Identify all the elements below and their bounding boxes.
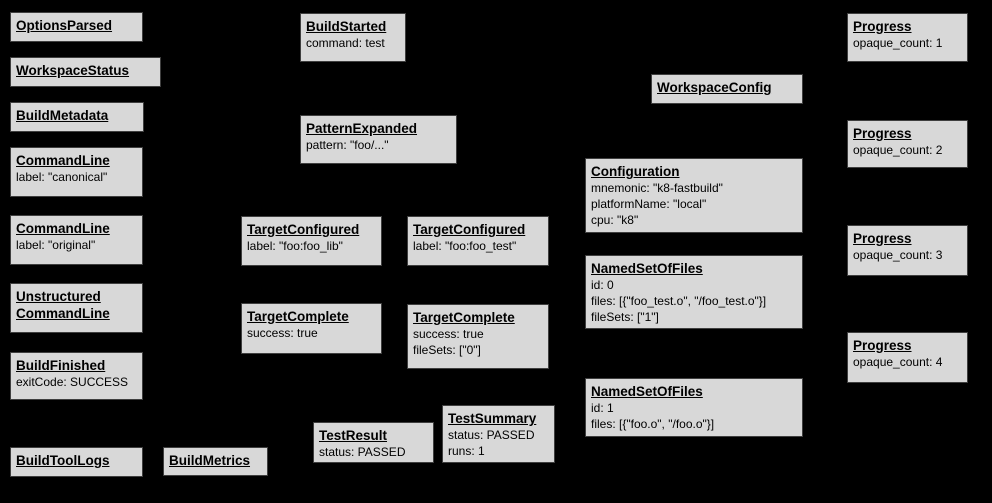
node-title: Progress: [853, 231, 912, 246]
node-workspace-status: WorkspaceStatus: [10, 57, 161, 87]
node-body: pattern: "foo/...": [306, 138, 389, 152]
node-title: BuildFinished: [16, 358, 106, 373]
node-title: Progress: [853, 19, 912, 34]
node-progress-3: Progress opaque_count: 3: [847, 225, 968, 276]
node-title: NamedSetOfFiles: [591, 384, 703, 399]
node-test-result: TestResult status: PASSED: [313, 422, 434, 463]
node-command-line-canonical: CommandLine label: "canonical": [10, 147, 143, 197]
node-progress-1: Progress opaque_count: 1: [847, 13, 968, 62]
node-target-configured-foo-test: TargetConfigured label: "foo:foo_test": [407, 216, 549, 266]
node-workspace-config: WorkspaceConfig: [651, 74, 803, 104]
node-title: Progress: [853, 126, 912, 141]
node-body: label: "foo:foo_lib": [247, 239, 343, 253]
node-progress-2: Progress opaque_count: 2: [847, 120, 968, 168]
node-body: id: 1 files: [{"foo.o", "/foo.o"}]: [591, 401, 715, 431]
node-options-parsed: OptionsParsed: [10, 12, 143, 42]
node-build-started: BuildStarted command: test: [300, 13, 406, 62]
node-title: TargetConfigured: [413, 222, 526, 237]
node-body: label: "canonical": [16, 170, 108, 184]
node-body: opaque_count: 1: [853, 36, 943, 50]
node-body: opaque_count: 2: [853, 143, 943, 157]
node-title: BuildMetadata: [16, 108, 109, 123]
node-command-line-original: CommandLine label: "original": [10, 215, 143, 265]
node-body: status: PASSED: [319, 445, 406, 459]
node-title: WorkspaceStatus: [16, 63, 130, 78]
node-body: success: true fileSets: ["0"]: [413, 327, 484, 357]
node-target-complete-foo-test: TargetComplete success: true fileSets: […: [407, 304, 549, 369]
node-progress-4: Progress opaque_count: 4: [847, 332, 968, 383]
node-body: label: "foo:foo_test": [413, 239, 517, 253]
node-body: command: test: [306, 36, 385, 50]
node-title: TargetComplete: [413, 310, 515, 325]
node-title: Unstructured CommandLine: [16, 289, 110, 321]
node-title: NamedSetOfFiles: [591, 261, 703, 276]
node-target-complete-foo-lib: TargetComplete success: true: [241, 303, 382, 354]
node-build-tool-logs: BuildToolLogs: [10, 447, 143, 477]
node-title: TestSummary: [448, 411, 537, 426]
node-body: label: "original": [16, 238, 96, 252]
node-body: id: 0 files: [{"foo_test.o", "/foo_test.…: [591, 278, 767, 324]
node-body: opaque_count: 4: [853, 355, 943, 369]
node-title: CommandLine: [16, 153, 110, 168]
node-title: TargetConfigured: [247, 222, 360, 237]
node-body: mnemonic: "k8-fastbuild" platformName: "…: [591, 181, 723, 227]
node-named-set-of-files-1: NamedSetOfFiles id: 1 files: [{"foo.o", …: [585, 378, 803, 437]
node-title: BuildToolLogs: [16, 453, 110, 468]
node-body: exitCode: SUCCESS: [16, 375, 129, 389]
node-build-metrics: BuildMetrics: [163, 447, 268, 476]
node-title: OptionsParsed: [16, 18, 113, 33]
node-body: opaque_count: 3: [853, 248, 943, 262]
node-body: success: true: [247, 326, 318, 340]
node-title: CommandLine: [16, 221, 110, 236]
node-configuration: Configuration mnemonic: "k8-fastbuild" p…: [585, 158, 803, 233]
node-pattern-expanded: PatternExpanded pattern: "foo/...": [300, 115, 457, 164]
node-target-configured-foo-lib: TargetConfigured label: "foo:foo_lib": [241, 216, 382, 266]
node-title: WorkspaceConfig: [657, 80, 772, 95]
node-test-summary: TestSummary status: PASSED runs: 1: [442, 405, 555, 463]
node-title: BuildMetrics: [169, 453, 251, 468]
node-unstructured-command-line: Unstructured CommandLine: [10, 283, 143, 333]
node-named-set-of-files-0: NamedSetOfFiles id: 0 files: [{"foo_test…: [585, 255, 803, 329]
node-title: PatternExpanded: [306, 121, 418, 136]
node-body: status: PASSED runs: 1: [448, 428, 535, 458]
node-title: TestResult: [319, 428, 388, 443]
node-title: TargetComplete: [247, 309, 349, 324]
node-title: BuildStarted: [306, 19, 387, 34]
node-build-finished: BuildFinished exitCode: SUCCESS: [10, 352, 143, 400]
node-title: Progress: [853, 338, 912, 353]
node-build-metadata: BuildMetadata: [10, 102, 144, 132]
node-title: Configuration: [591, 164, 680, 179]
